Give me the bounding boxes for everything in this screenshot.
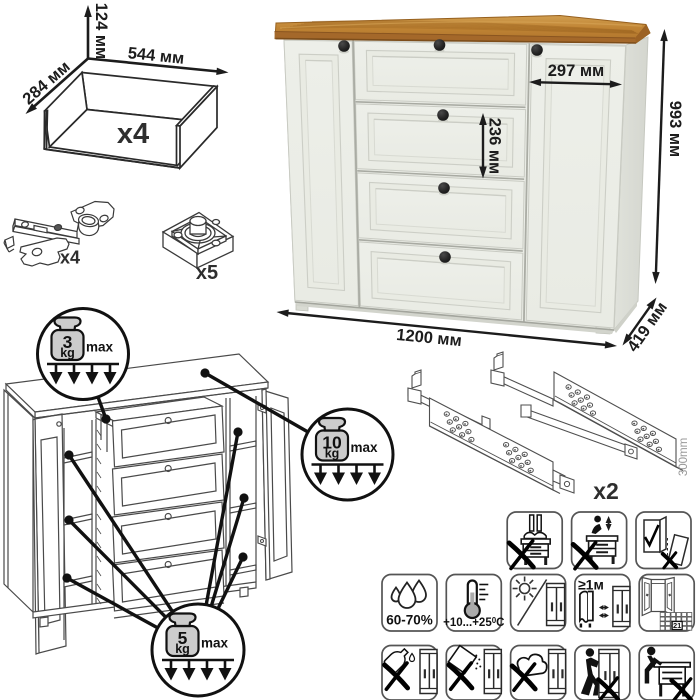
svg-text:297 мм: 297 мм <box>548 62 605 80</box>
svg-text:kg: kg <box>60 346 75 360</box>
svg-text:x4: x4 <box>117 118 149 150</box>
svg-text:max: max <box>201 636 229 651</box>
svg-text:544 мм: 544 мм <box>127 44 185 68</box>
svg-text:236 мм: 236 мм <box>486 118 504 175</box>
svg-text:124 мм: 124 мм <box>92 3 110 60</box>
svg-text:993 мм: 993 мм <box>666 101 684 158</box>
svg-text:≥1м: ≥1м <box>578 577 604 593</box>
svg-text:3: 3 <box>63 332 73 352</box>
svg-text:kg: kg <box>325 447 340 461</box>
svg-text:x4: x4 <box>60 248 80 268</box>
svg-text:x5: x5 <box>196 262 218 284</box>
svg-text:max: max <box>86 340 114 355</box>
svg-text:60-70%: 60-70% <box>386 613 433 628</box>
svg-text:300mm: 300mm <box>678 438 690 476</box>
svg-text:max: max <box>350 440 378 455</box>
svg-text:10: 10 <box>322 433 342 453</box>
svg-text:5: 5 <box>178 628 188 648</box>
svg-text:x2: x2 <box>593 478 619 504</box>
svg-text:kg: kg <box>175 642 190 656</box>
svg-text:+10...+250С: +10...+250С <box>443 616 504 630</box>
svg-text:21: 21 <box>673 621 681 630</box>
